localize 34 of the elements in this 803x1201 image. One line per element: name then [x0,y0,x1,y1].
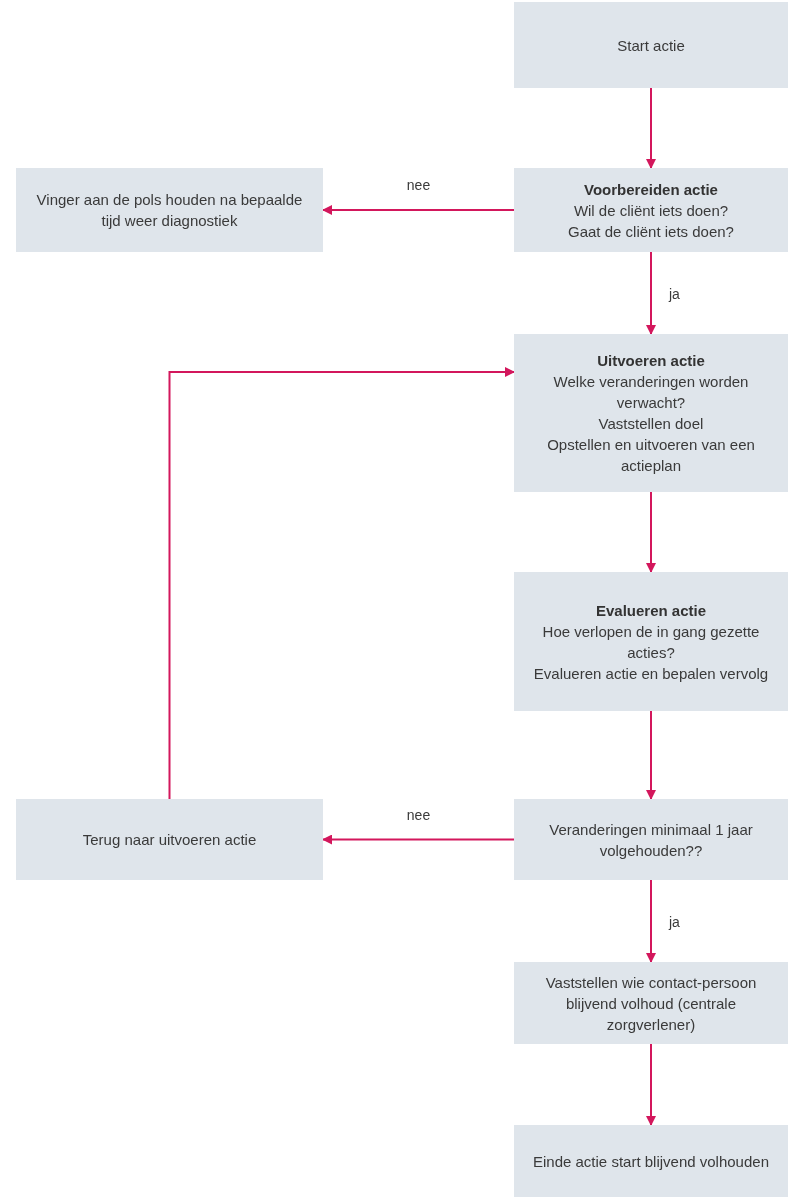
box-text: Evalueren actie en bepalen vervolg [533,663,769,684]
box-text: Vaststellen doel [598,414,704,434]
box-text: Vinger aan de pols houden na bepaalde tijd weer diagnostiek [35,190,304,231]
process-box [514,799,788,880]
arrow [646,87,656,169]
arrow [168,367,515,800]
box-text: Gaat de cliënt iets doen? [568,221,734,242]
box-text: Hoe verlopen de in gang gezette acties? [541,621,761,663]
box-text: Opstellen en uitvoeren van een actieplan [546,435,756,476]
box-text: Einde actie start blijvend volhouden [533,1151,769,1172]
arrow [646,491,656,573]
process-box [514,2,788,88]
box-heading: Uitvoeren actie [597,351,705,371]
process-box [514,962,788,1044]
arrow [322,205,515,215]
box-heading: Voorbereiden actie [584,179,718,200]
arrow [646,710,656,800]
box-text: Welke veranderingen worden verwacht? [552,372,750,413]
box-text: Terug naar uitvoeren actie [82,830,257,850]
process-box [514,1125,788,1197]
arrow [646,879,656,963]
process-box [16,799,323,880]
box-heading: Evalueren actie [595,600,707,621]
box-text: Vaststellen wie contact-persoon blijvend volhoud (centrale zorgverlener) [544,972,758,1035]
process-box [514,572,788,711]
box-text: Start actie [617,35,685,56]
arrow [646,1043,656,1126]
box-text: Wil de cliënt iets doen? [573,200,729,221]
arrow [646,251,656,335]
arrow [322,834,515,845]
box-text: Veranderingen minimaal 1 jaar volgehouden?? [548,819,754,861]
process-box [514,334,788,492]
process-box [514,168,788,252]
process-box [16,168,323,252]
